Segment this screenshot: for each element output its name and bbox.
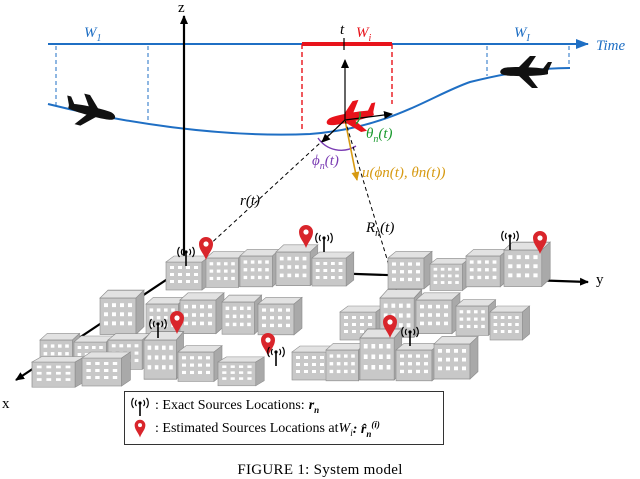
t-marker-label: t (340, 22, 345, 38)
legend-box: : Exact Sources Locations: rn : Estimate… (124, 391, 444, 445)
legend-estimated-label: : Estimated Sources Locations at (155, 421, 339, 436)
map-pin-icon (134, 419, 146, 438)
window-I-label: WI (514, 25, 531, 44)
legend-estimated-window: Wi (338, 420, 353, 438)
R-distance-label: Rn(t) (365, 220, 394, 239)
theta-label: θn(t) (366, 126, 393, 145)
y-axis-label: y (596, 272, 604, 288)
airplane-icon (60, 89, 119, 134)
z-axis-label: z (178, 0, 185, 16)
antenna-icon (314, 232, 334, 253)
phi-label: ϕn(t) (312, 153, 339, 172)
theta-arc (355, 111, 361, 125)
phi-arc (317, 137, 357, 151)
legend-exact-row: : Exact Sources Locations: rn (129, 396, 319, 416)
legend-exact-label: : Exact Sources Locations: (155, 398, 305, 413)
window-1-label: W1 (84, 25, 102, 44)
trajectory-curve (47, 67, 571, 136)
u-vector-arrow (344, 119, 360, 181)
city-block-back-right (387, 241, 551, 292)
city-block-front-left (31, 330, 265, 388)
airplane-icon (500, 56, 552, 88)
x-axis-label: x (2, 396, 10, 412)
window-i-label: Wi (356, 25, 372, 44)
city-block-front-right (291, 328, 479, 382)
r-vector-line (205, 119, 346, 249)
local-y-arrow (344, 111, 393, 121)
R-distance-line (344, 119, 411, 336)
legend-estimated-symbol: : r̂n(i) (352, 419, 380, 439)
antenna-icon (130, 397, 150, 416)
legend-estimated-row: : Estimated Sources Locations at Wi : r̂… (129, 419, 380, 439)
u-vector-label: u(ϕn(t), θn(t)) (362, 165, 445, 181)
figure-caption: FIGURE 1: System model (237, 462, 403, 478)
legend-exact-symbol: rn (308, 397, 320, 415)
r-vector-label: r(t) (240, 193, 260, 209)
time-axis-label: Time (596, 38, 626, 54)
